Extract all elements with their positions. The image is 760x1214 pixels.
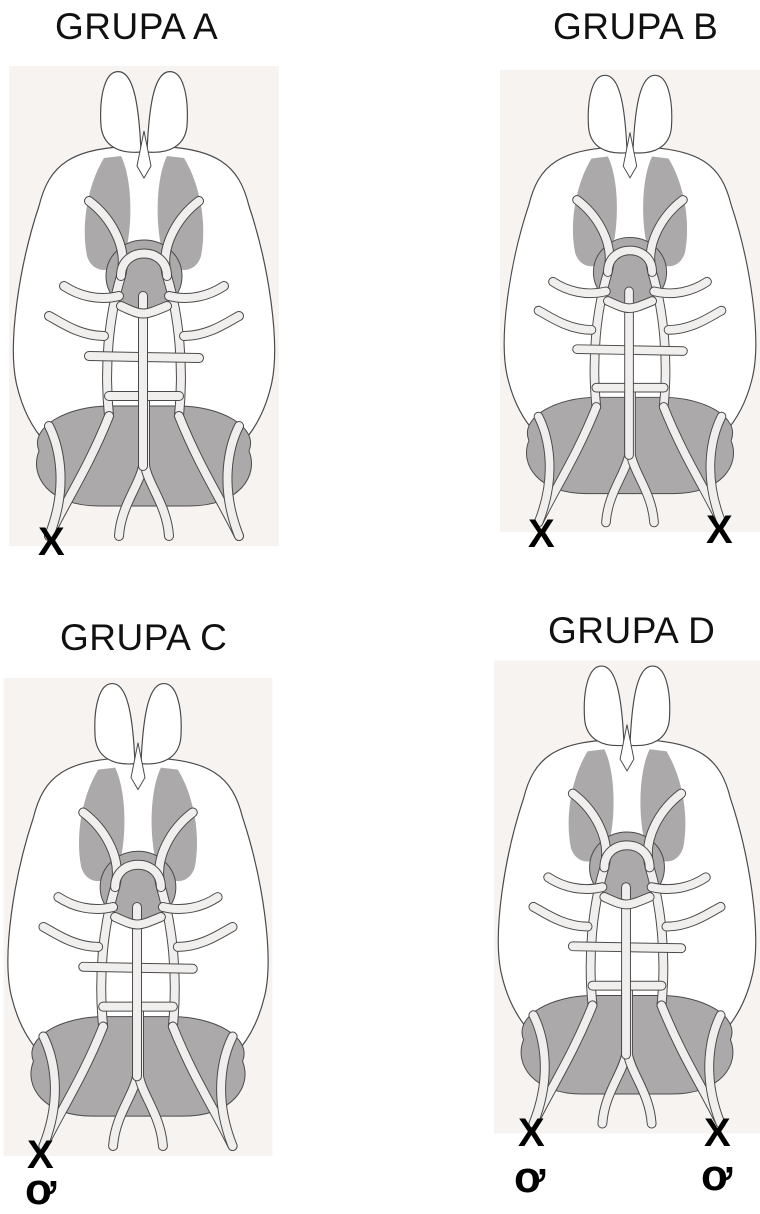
mark-left-symbol: ơ <box>514 1156 545 1200</box>
mark-left-x: X <box>38 522 65 562</box>
brain-diagram <box>494 658 760 1136</box>
mark-left-symbol: ơ <box>25 1168 56 1212</box>
panel-title: GRUPA B <box>553 6 718 48</box>
panel-title: GRUPA C <box>60 617 227 659</box>
mark-right-x: X <box>706 510 733 550</box>
panel-title: GRUPA A <box>55 6 218 48</box>
brain-diagram <box>500 62 760 540</box>
brain-diagram <box>8 66 280 546</box>
panel-title: GRUPA D <box>548 610 715 652</box>
mark-left-x: X <box>518 1113 545 1153</box>
mark-left-x: X <box>528 514 555 554</box>
mark-right-x: X <box>704 1113 731 1153</box>
brain-diagram <box>2 678 274 1156</box>
mark-right-symbol: ơ <box>701 1154 732 1198</box>
